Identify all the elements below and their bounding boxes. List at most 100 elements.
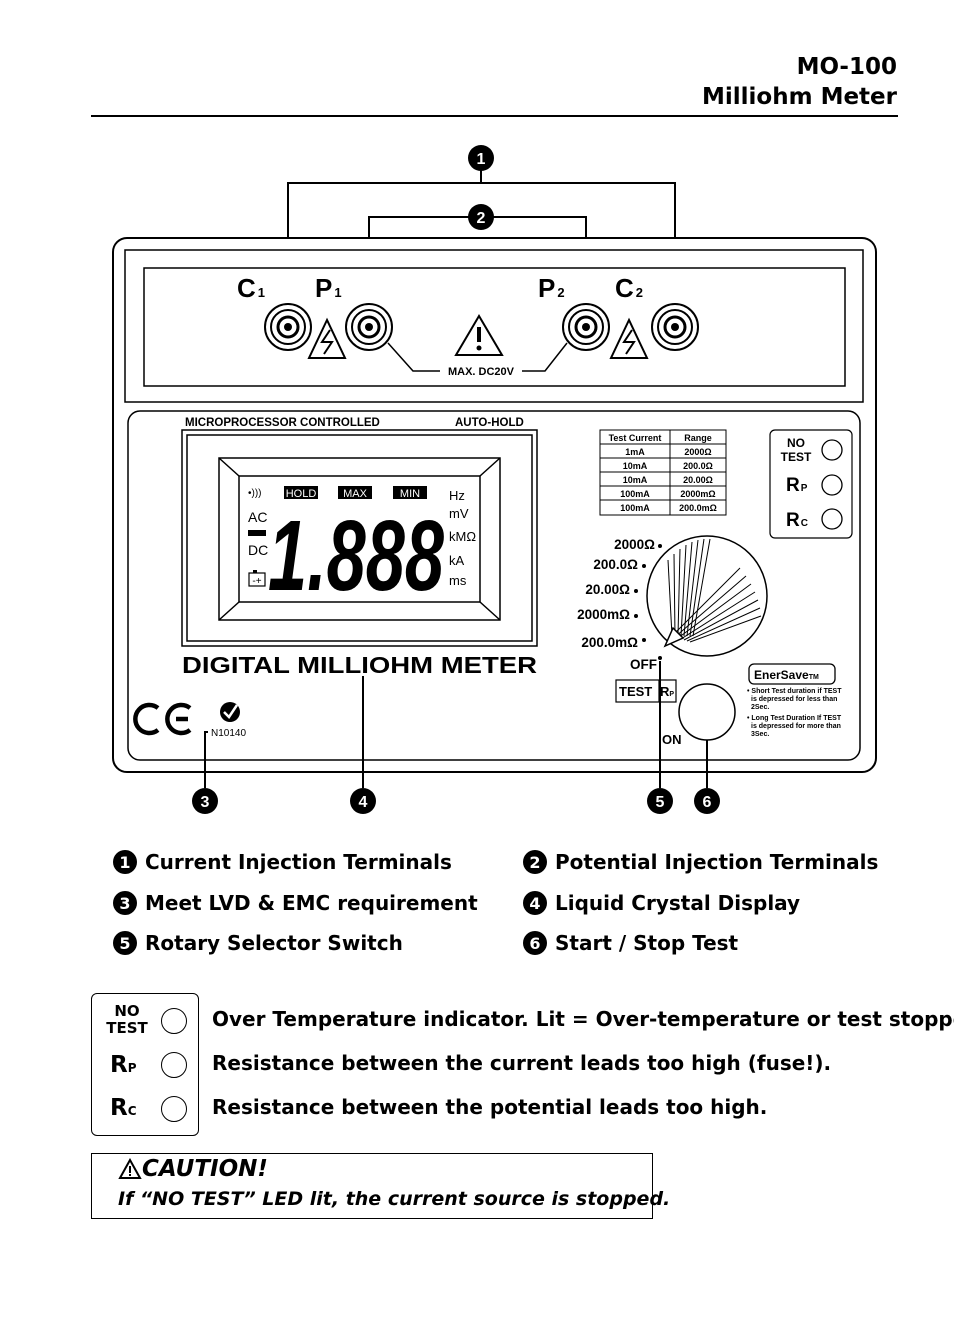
svg-text:2: 2: [477, 210, 486, 227]
rc-led-icon: [161, 1096, 187, 1122]
svg-text:5: 5: [656, 794, 665, 811]
lcd-ka-unit: kA: [449, 553, 465, 568]
lcd-minus-sign: [248, 530, 266, 536]
meter-model-title: DIGITAL MILLIOHM METER: [182, 652, 537, 678]
no-test-led: [821, 439, 843, 461]
selector-position-200-0mohm: 200.0mΩ: [581, 635, 638, 650]
on-label: ON: [662, 732, 682, 747]
lcd-bezel: [186, 434, 533, 642]
svg-text:3Sec.: 3Sec.: [751, 731, 769, 738]
legend-item: 6 Start / Stop Test: [523, 931, 738, 955]
svg-text:is depressed for less than: is depressed for less than: [751, 696, 837, 703]
terminal-panel-inner: [143, 267, 846, 387]
legend-number: 2: [523, 850, 547, 874]
selector-position-off: OFF: [630, 657, 657, 672]
range-table-cell: 200.0Ω: [683, 461, 713, 471]
svg-text:2Sec.: 2Sec.: [751, 704, 769, 711]
terminal-c1[interactable]: [264, 303, 312, 351]
rc-led: [821, 508, 843, 530]
callout-5: 5: [647, 788, 673, 814]
range-table-cell: 100mA: [620, 503, 650, 513]
max-voltage-label: MAX. DC20V: [448, 366, 515, 378]
caution-text: If “NO TEST” LED lit, the current source…: [118, 1188, 671, 1210]
indicator-no-label: NO: [114, 1002, 140, 1020]
range-table-cell: 100mA: [620, 489, 650, 499]
legend-text: Liquid Crystal Display: [555, 891, 801, 915]
lcd-screen: •))) HOLD MAX MIN AC DC -+ 1.888 Hz mV k…: [248, 486, 476, 612]
lcd-hz-unit: Hz: [449, 488, 465, 503]
legend-number: 1: [113, 850, 137, 874]
legend-item: 3 Meet LVD & EMC requirement: [113, 891, 478, 915]
callout-6: 6: [694, 788, 720, 814]
test-start-stop-button[interactable]: [678, 683, 736, 741]
legend-text: Meet LVD & EMC requirement: [145, 891, 478, 915]
terminal-p1[interactable]: [345, 303, 393, 351]
rc-description: Resistance between the potential leads t…: [212, 1095, 768, 1119]
range-table-cell: 1mA: [625, 447, 645, 457]
lcd-digits: 1.888: [268, 500, 444, 612]
meter-indicator-panel: NO TEST RP RC: [769, 429, 853, 539]
legend-text: Rotary Selector Switch: [145, 931, 403, 955]
rp-led-icon: [161, 1052, 187, 1078]
lcd-kmohm-unit: kMΩ: [449, 529, 476, 544]
legend-item: 1 Current Injection Terminals: [113, 850, 452, 874]
document-product-name: Milliohm Meter: [702, 84, 897, 110]
svg-text:3: 3: [201, 794, 210, 811]
svg-text:• Long Test Duration If TEST: • Long Test Duration If TEST: [747, 715, 842, 722]
caution-box: CAUTION! If “NO TEST” LED lit, the curre…: [91, 1153, 670, 1219]
rotary-selector-knob[interactable]: [646, 535, 768, 657]
display-banner-left: MICROPROCESSOR CONTROLLED: [185, 417, 380, 429]
lcd-hold-annunciator: HOLD: [286, 488, 317, 500]
selector-position-2000mohm: 2000mΩ: [577, 607, 630, 622]
legend-item: 2 Potential Injection Terminals: [523, 850, 878, 874]
range-table-header-current: Test Current: [609, 433, 662, 443]
high-voltage-warning-icon: [609, 317, 649, 359]
svg-text:RC: RC: [786, 510, 808, 531]
c-tick-mark-icon: [220, 702, 240, 722]
lcd-frame: [218, 457, 501, 621]
indicator-test-label: TEST: [106, 1019, 148, 1037]
range-table-cell: 200.0mΩ: [679, 503, 717, 513]
svg-text:RP: RP: [660, 684, 674, 699]
callout-2: 2: [468, 204, 494, 230]
high-voltage-warning-icon: [307, 317, 347, 359]
lcd-ac-annunciator: AC: [248, 509, 267, 525]
caution-warning-icon: [454, 314, 504, 356]
legend-item: 4 Liquid Crystal Display: [523, 891, 800, 915]
legend-item: 5 Rotary Selector Switch: [113, 931, 403, 955]
lcd-mv-unit: mV: [449, 506, 469, 521]
svg-text:is depressed for more than: is depressed for more than: [751, 723, 841, 730]
legend-text: Current Injection Terminals: [145, 850, 452, 874]
svg-text:EnerSaveTM: EnerSaveTM: [754, 668, 819, 682]
legend-number: 4: [523, 891, 547, 915]
svg-text:• Short Test duration if TEST: • Short Test duration if TEST: [747, 688, 842, 695]
legend-number: 5: [113, 931, 137, 955]
no-test-description: Over Temperature indicator. Lit = Over-t…: [212, 1007, 954, 1031]
svg-text:-+: -+: [252, 576, 261, 587]
terminal-p2[interactable]: [562, 303, 610, 351]
certification-code: N10140: [211, 728, 246, 739]
header-rule: [91, 115, 898, 117]
range-table-header-range: Range: [684, 433, 712, 443]
svg-text:TEST: TEST: [619, 684, 652, 699]
range-table-cell: 20.00Ω: [683, 475, 713, 485]
caution-title: CAUTION!: [118, 1156, 268, 1182]
max-voltage-leader: [387, 342, 440, 372]
indicator-rc-label: RC: [110, 1095, 137, 1121]
callout-1: 1: [468, 145, 494, 171]
terminal-c2[interactable]: [651, 303, 699, 351]
svg-text:4: 4: [359, 794, 368, 811]
svg-text:TEST: TEST: [781, 450, 812, 464]
test-button-label: TEST RP: [615, 679, 677, 703]
indicator-rp-label: RP: [110, 1052, 137, 1078]
display-banner-right: AUTO-HOLD: [455, 417, 524, 429]
range-table-cell: 2000mΩ: [680, 489, 715, 499]
legend-number: 6: [523, 931, 547, 955]
rp-led: [821, 474, 843, 496]
no-test-led-icon: [161, 1008, 187, 1034]
lcd-battery-icon: -+: [248, 570, 266, 587]
legend-number: 3: [113, 891, 137, 915]
callout-4: 4: [350, 788, 376, 814]
